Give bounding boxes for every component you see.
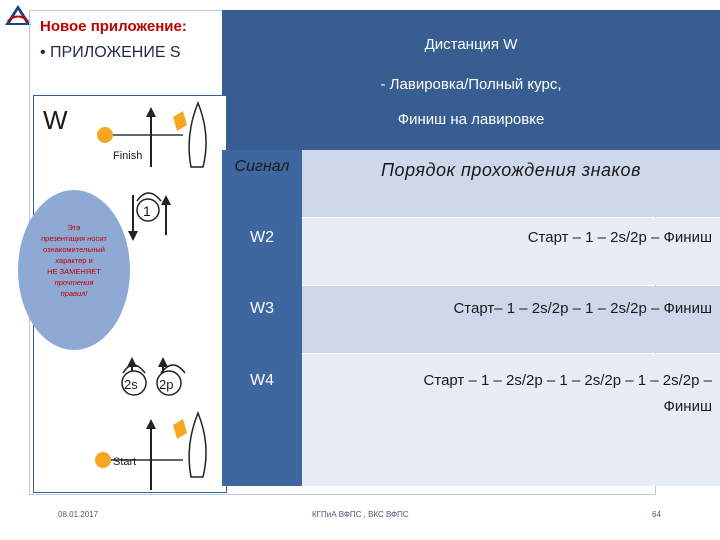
finish-mark-icon: [97, 127, 113, 143]
mark-1-icon: [136, 198, 160, 222]
table-row: [302, 286, 720, 353]
course-letter: W: [43, 105, 68, 135]
disclaimer-warning: НЕ ЗАМЕНЯЕТ: [47, 267, 101, 276]
start-boat-icon: [188, 411, 207, 478]
mark-2p-label: 2p: [159, 377, 173, 392]
finish-label: Finish: [113, 150, 142, 162]
signal-w2: W2: [250, 229, 274, 246]
disclaimer-line: презентация носит: [41, 234, 107, 243]
start-flag-icon: [173, 419, 187, 439]
mark-2p-icon: [156, 370, 182, 396]
disclaimer-line: правил!: [60, 289, 88, 298]
course-finish-note: Финиш на лавировке: [397, 111, 545, 128]
header-mark-order: Порядок прохождения знаков: [381, 160, 641, 180]
committee-boat-icon: [188, 101, 207, 168]
page-number: 64: [652, 510, 661, 519]
mark-2s-label: 2s: [124, 377, 138, 392]
sequence-w3: Старт– 1 – 2s/2p – 1 – 2s/2p – Финиш: [453, 300, 712, 317]
mark-2s-icon: [121, 370, 147, 396]
logo-icon: [5, 5, 31, 25]
course-description: - Лавировка/Полный курс,: [380, 76, 562, 93]
footer-date: 08.01.2017: [58, 510, 99, 519]
table-row: [302, 354, 720, 486]
table-header-row: [302, 150, 720, 217]
slide-title: Новое приложение:: [40, 18, 187, 35]
start-label: Start: [113, 456, 136, 468]
disclaimer-text: Эта презентация носит ознакомительный ха…: [22, 222, 126, 299]
course-header-panel: Дистанция W - Лавировка/Полный курс, Фин…: [222, 10, 720, 150]
disclaimer-line: прочтения: [54, 278, 94, 287]
disclaimer-line: Эта: [67, 223, 81, 232]
committee-flag-icon: [173, 111, 187, 131]
sequence-w4-line2: Финиш: [663, 398, 712, 415]
disclaimer-line: ознакомительный: [43, 245, 105, 254]
disclaimer-line: характер и: [55, 256, 93, 265]
table-row: [302, 218, 720, 285]
signal-w3: W3: [250, 300, 274, 317]
sequence-w2: Старт – 1 – 2s/2p – Финиш: [527, 229, 712, 246]
slide-subtitle: • ПРИЛОЖЕНИЕ S: [40, 44, 181, 61]
footer-organization: КГПиА ВФПС , ВКС ВФПС: [312, 510, 409, 519]
signal-w4: W4: [250, 372, 274, 389]
sequence-w4-line1: Старт – 1 – 2s/2p – 1 – 2s/2p – 1 – 2s/2…: [423, 372, 712, 389]
start-mark-icon: [95, 452, 111, 468]
course-name: Дистанция W: [424, 36, 518, 53]
course-diagram: W Finish 1 2s 2p Start: [43, 101, 207, 490]
disclaimer-badge: [18, 190, 130, 350]
signal-column: [222, 150, 302, 486]
header-signal: Сигнал: [234, 158, 290, 175]
mark-1-label: 1: [143, 203, 151, 219]
